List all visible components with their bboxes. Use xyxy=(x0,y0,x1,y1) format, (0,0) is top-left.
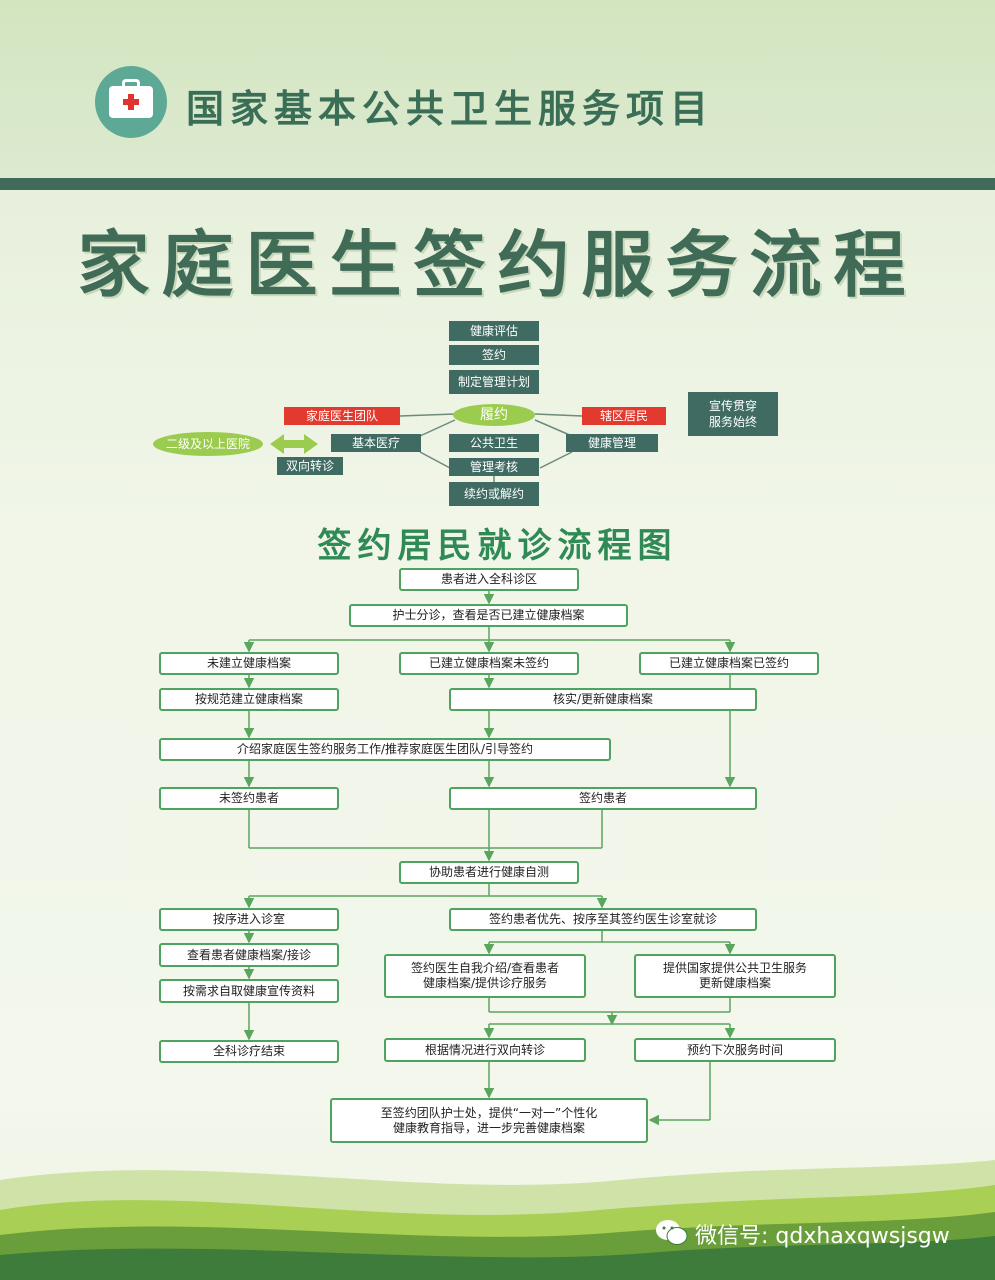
flow-introduce: 介绍家庭医生签约服务工作/推荐家庭医生团队/引导签约 xyxy=(159,738,611,761)
flow-create-record: 按规范建立健康档案 xyxy=(159,688,339,711)
flow-referral: 根据情况进行双向转诊 xyxy=(384,1038,586,1062)
flow-view-record: 查看患者健康档案/接诊 xyxy=(159,943,339,967)
flow-enter: 患者进入全科诊区 xyxy=(399,568,579,591)
flow-enter-room: 按序进入诊室 xyxy=(159,908,339,931)
flow-appointment: 预约下次服务时间 xyxy=(634,1038,836,1062)
flow-doctor-intro: 签约医生自我介绍/查看患者 健康档案/提供诊疗服务 xyxy=(384,954,586,998)
bottom-wave-decoration xyxy=(0,1140,995,1280)
flow-signed-priority: 签约患者优先、按序至其签约医生诊室就诊 xyxy=(449,908,757,931)
flow-self-test: 协助患者进行健康自测 xyxy=(399,861,579,884)
wechat-icon xyxy=(655,1218,689,1248)
flow-signed-patient: 签约患者 xyxy=(449,787,757,810)
flow-unsigned-patient: 未签约患者 xyxy=(159,787,339,810)
flow-public-service: 提供国家提供公共卫生服务 更新健康档案 xyxy=(634,954,836,998)
flow-education: 至签约团队护士处，提供“一对一”个性化 健康教育指导，进一步完善健康档案 xyxy=(330,1098,648,1143)
wechat-id: 微信号: qdxhaxqwsjsgw xyxy=(695,1218,950,1250)
flow-get-material: 按需求自取健康宣传资料 xyxy=(159,979,339,1003)
flow-record-signed: 已建立健康档案已签约 xyxy=(639,652,819,675)
flow-record-unsigned: 已建立健康档案未签约 xyxy=(399,652,579,675)
flow-no-record: 未建立健康档案 xyxy=(159,652,339,675)
flow-end: 全科诊疗结束 xyxy=(159,1040,339,1063)
flow-triage: 护士分诊，查看是否已建立健康档案 xyxy=(349,604,628,627)
flow-verify-record: 核实/更新健康档案 xyxy=(449,688,757,711)
